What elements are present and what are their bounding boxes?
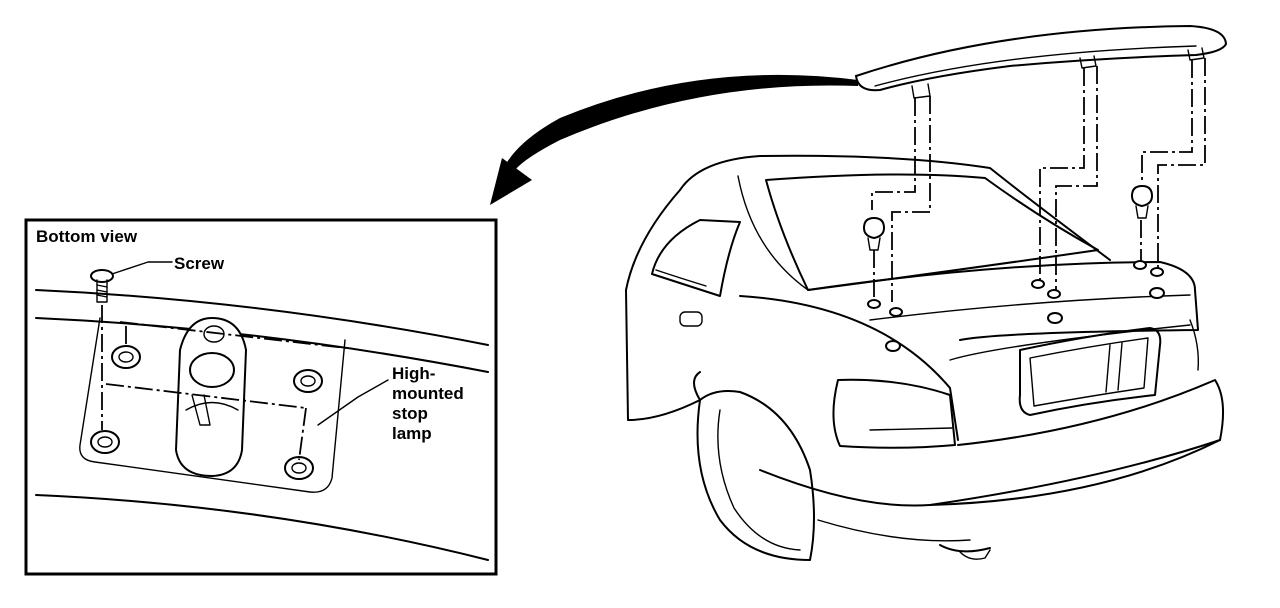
screw-icon: [90, 269, 114, 303]
stop-lamp-housing: [174, 316, 248, 478]
stop-lamp-label-line: mounted: [392, 384, 464, 403]
grommet: [90, 430, 120, 454]
screw-label: Screw: [174, 254, 225, 273]
rear-spoiler: [854, 24, 1228, 99]
assembly-lines: [871, 58, 1206, 302]
car-rear: [625, 154, 1225, 561]
bottom-view-inset: [24, 218, 498, 576]
stop-lamp-label-line: lamp: [392, 424, 432, 443]
stop-lamp-label-line: High-: [392, 364, 436, 383]
inset-title: Bottom view: [36, 227, 138, 246]
stop-lamp-label-line: stop: [392, 404, 428, 423]
curved-arrow-icon: [490, 74, 858, 205]
clip-icon: [862, 216, 886, 251]
stop-lamp-label: High- mounted stop lamp: [392, 364, 464, 444]
clip-icon: [1130, 184, 1154, 219]
grommet: [284, 456, 314, 480]
grommet: [293, 369, 323, 393]
grommet: [111, 345, 141, 369]
